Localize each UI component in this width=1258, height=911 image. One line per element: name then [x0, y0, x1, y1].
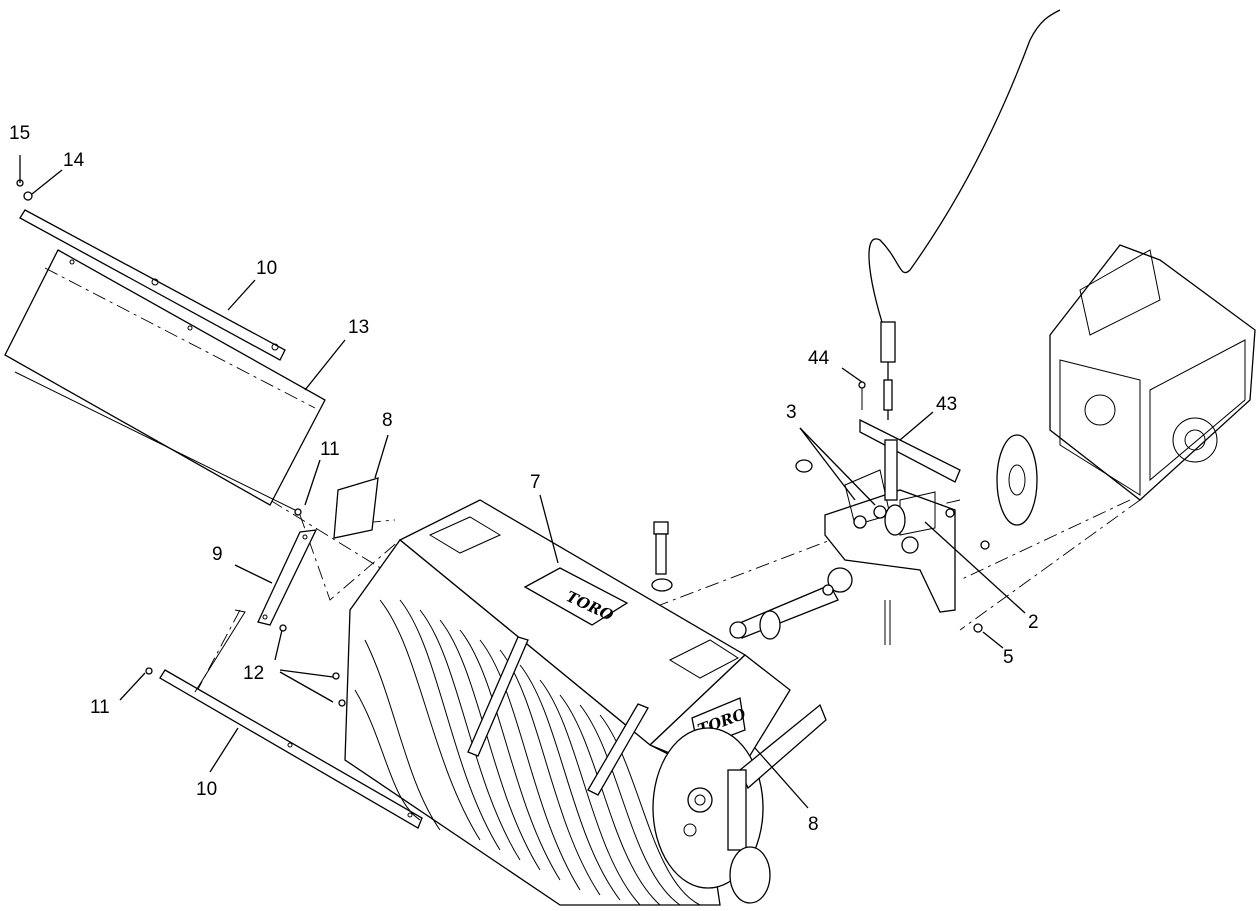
upper-deflector-assembly	[4, 179, 326, 511]
callout-44: 44	[808, 348, 830, 369]
drive-shaft	[729, 567, 853, 640]
callout-43: 43	[936, 394, 957, 415]
callout-14: 14	[63, 150, 85, 171]
callout-12: 12	[243, 663, 264, 684]
callout-2: 2	[1028, 612, 1039, 633]
leader-lines	[19, 155, 1026, 809]
callout-3: 3	[786, 402, 797, 423]
callout-13: 13	[348, 317, 369, 338]
callout-10-lower: 10	[196, 779, 217, 800]
callout-10: 10	[256, 258, 277, 279]
bolt-washer	[651, 521, 673, 592]
callout-8-lower: 8	[808, 814, 819, 835]
callout-9: 9	[212, 544, 223, 565]
callout-11: 11	[320, 439, 340, 460]
callout-7: 7	[530, 472, 541, 493]
engine-housing	[1049, 244, 1256, 501]
callout-8: 8	[382, 410, 393, 431]
callout-labels: 15 14 10 13 8 11 9 12 11 10 7 8 44 3 43 …	[9, 123, 1039, 835]
broom-housing: TORO TORO	[344, 499, 827, 906]
gearbox-mount	[795, 9, 1061, 645]
callout-15: 15	[9, 123, 30, 144]
decal-plate	[333, 477, 379, 539]
callout-5: 5	[1003, 647, 1014, 668]
callout-11-lower: 11	[90, 697, 110, 718]
lower-deflector-assembly	[145, 508, 423, 829]
